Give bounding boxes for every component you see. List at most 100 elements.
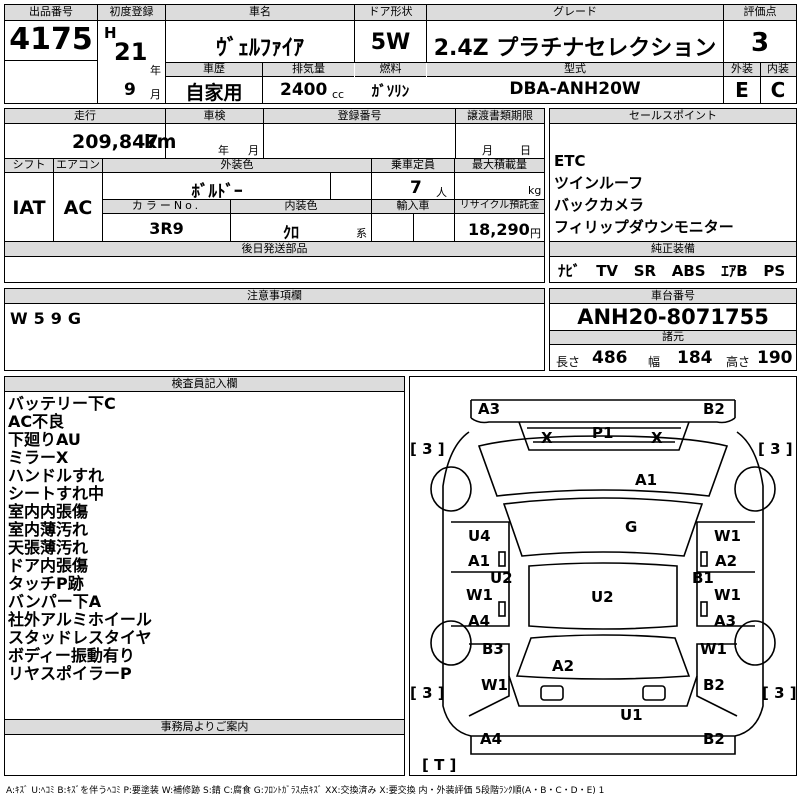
car-name: ｳﾞｪﾙﾌｧｲｱ (215, 36, 304, 61)
year-unit: 年 (150, 64, 161, 77)
evaluation-score: 3 (750, 28, 770, 58)
tire-rear-right-score: [ 3 ] (762, 684, 797, 702)
history-label: 車歴 (166, 63, 262, 77)
displacement: 2400 (280, 80, 328, 100)
mark-left-quarter: B3 (482, 640, 504, 658)
door-type-label: ドア形状 (355, 5, 426, 21)
mileage-label: 走行 (5, 109, 165, 124)
month-unit: 月 (150, 88, 161, 101)
recycle-unit: 円 (530, 227, 541, 240)
caution-text: W59G (10, 309, 88, 328)
sales-item: ツインルーフ (554, 174, 644, 192)
mark-hood: A1 (635, 471, 658, 489)
interior-color-unit: 系 (356, 227, 367, 240)
note-item: ミラーX (8, 448, 69, 467)
mark-left-rear-panel: A4 (468, 612, 491, 630)
sales-point-label: セールスポイント (550, 109, 796, 124)
later-parts-label: 後日発送部品 (5, 242, 544, 257)
mark-right-quarter: W1 (700, 640, 727, 658)
model-label: 型式 (427, 63, 723, 77)
exterior-color-label: 外装色 (103, 159, 371, 173)
color-number-label: カラーNo. (103, 200, 230, 214)
mark-grille-center: P1 (592, 424, 614, 442)
note-item: リヤスポイラーP (8, 664, 132, 683)
exterior-grade: E (735, 78, 749, 102)
interior-color-label: 内装色 (231, 200, 371, 214)
interior-grade: C (770, 78, 786, 102)
equipment-item: SR (633, 262, 657, 280)
note-item: 下廻りAU (8, 430, 81, 449)
fuel: ｶﾞｿﾘﾝ (371, 82, 410, 100)
length-label: 長さ (556, 355, 581, 369)
grade-label: グレード (427, 5, 723, 21)
grade: 2.4Z プラチナセレクション (433, 36, 717, 61)
import-label: 輸入車 (372, 200, 454, 214)
car-diagram (430, 399, 776, 755)
history: 自家用 (185, 82, 243, 104)
shift: IAT (12, 197, 46, 219)
note-item: AC不良 (8, 412, 65, 431)
inspection-month-unit: 月 (248, 144, 259, 157)
mark-right-fender: W1 (714, 527, 741, 545)
mark-grille-right: X (651, 429, 663, 447)
mark-rear-right-corner: B2 (703, 730, 725, 748)
exterior-label: 外装 (724, 63, 760, 77)
inspector-notes-block (4, 376, 405, 776)
equipment-item: ﾅﾋﾞ (558, 262, 581, 280)
note-item: スタッドレスタイヤ (8, 628, 152, 647)
score-label: 評価点 (724, 5, 796, 21)
tire-front-right-score: [ 3 ] (758, 440, 793, 458)
mark-front-left-corner: A3 (478, 400, 501, 418)
sales-item: バックカメラ (554, 196, 645, 214)
note-item: 室内薄汚れ (8, 520, 89, 539)
equipment-item: ABS (671, 262, 706, 280)
sales-point-list: ETC ツインルーフ バックカメラ フィリップダウンモニター (554, 150, 734, 238)
tire-front-left-score: [ 3 ] (410, 440, 445, 458)
displacement-label: 排気量 (263, 63, 354, 77)
mark-windshield: G (625, 518, 638, 536)
plate-label: 登録番号 (264, 109, 455, 124)
note-item: タッチP跡 (8, 574, 84, 593)
note-item: シートすれ中 (8, 484, 105, 503)
registration-year: 21 (114, 38, 148, 66)
mark-front-right-corner: B2 (703, 400, 725, 418)
interior-label: 内装 (760, 63, 796, 77)
dimensions-label: 諸元 (550, 331, 796, 345)
model-code: DBA-ANH20W (509, 79, 641, 99)
chassis-number: ANH20-8071755 (577, 305, 769, 329)
note-item: 天張薄汚れ (8, 538, 89, 557)
mark-right-sill: B1 (692, 569, 714, 587)
inspection-year-unit: 年 (218, 144, 229, 157)
ac: AC (63, 197, 93, 219)
inspector-notes-label: 検査員記入欄 (5, 377, 404, 392)
sales-item: フィリップダウンモニター (554, 218, 734, 236)
interior-color: ｸﾛ (282, 223, 299, 242)
equipment-item: ｴｱB (721, 262, 748, 280)
mileage: 209,847 (72, 131, 159, 153)
note-item: ドア内張傷 (8, 556, 89, 575)
transfer-deadline-label: 譲渡書類期限 (456, 109, 544, 124)
mark-roof: U2 (591, 588, 614, 606)
note-item: ハンドルすれ (8, 466, 105, 485)
car-name-label: 車名 (166, 5, 354, 21)
spare-tire-score: [ T ] (422, 756, 457, 774)
length: 486 (592, 348, 628, 368)
equipment-item: TV (596, 262, 619, 280)
mark-rear-glass: A2 (552, 657, 575, 675)
mark-left-fender: U4 (468, 527, 491, 545)
height-label: 高さ (726, 355, 751, 369)
legend-text: A:ｷｽﾞ U:ﾍｺﾐ B:ｷｽﾞを伴うﾍｺﾐ P:要塗装 W:補修跡 S:錆 … (6, 786, 605, 796)
note-item: ボディー振動有り (8, 646, 135, 665)
capacity-unit: 人 (436, 186, 447, 199)
recycle-deposit-label: リサイクル預託金 (455, 200, 544, 214)
mark-right-front-door: A2 (715, 552, 738, 570)
note-item: バッテリー下C (8, 394, 116, 413)
equipment-list: ﾅﾋﾞ TV SR ABS ｴｱB PS PW (558, 260, 800, 281)
tire-rear-left-score: [ 3 ] (410, 684, 445, 702)
shift-label: シフト (5, 159, 53, 173)
mark-left-rear-corner: W1 (481, 676, 508, 694)
lot-number-label: 出品番号 (5, 5, 97, 21)
mark-left-sill: U2 (490, 569, 513, 587)
transfer-month-unit: 月 (482, 144, 493, 157)
first-registration-label: 初度登録 (98, 5, 165, 21)
